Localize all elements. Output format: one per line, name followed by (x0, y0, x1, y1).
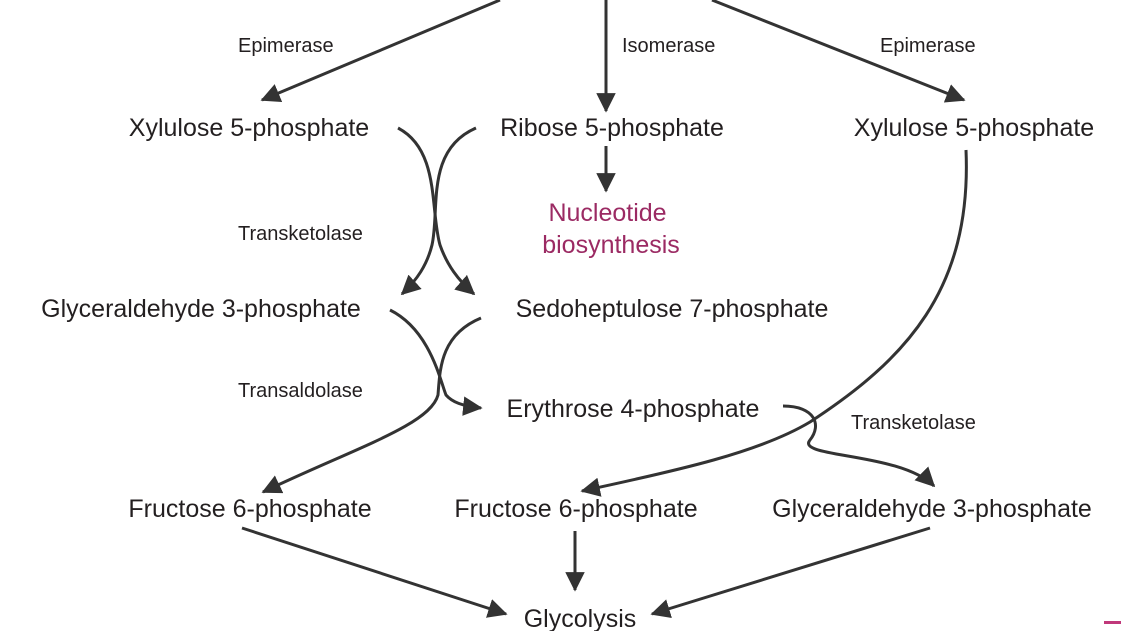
node-ribose-5-phosphate: Ribose 5-phosphate (500, 114, 724, 142)
transketolase-label-2: Transketolase (851, 412, 976, 434)
arrow-xylulose-to-sedoheptulose (397, 126, 476, 296)
node-glyceraldehyde-3-phosphate-left: Glyceraldehyde 3-phosphate (41, 295, 361, 323)
transaldolase-label: Transaldolase (238, 380, 363, 402)
nucleotide-biosynthesis-label: Nucleotide biosynthesis (542, 199, 680, 259)
isomerase-label: Isomerase (622, 35, 715, 57)
arrow-ribose-to-glyceraldehyde (400, 126, 477, 296)
arrow-glyceraldehyde-right-to-glycolysis (650, 526, 931, 619)
nucleotide-line: Nucleotide (548, 199, 666, 227)
node-fructose-6-phosphate-middle: Fructose 6-phosphate (454, 495, 697, 523)
epimerase-left-label: Epimerase (238, 35, 334, 57)
epimerase-right-label: Epimerase (880, 35, 976, 57)
node-glyceraldehyde-3-phosphate-right: Glyceraldehyde 3-phosphate (772, 495, 1092, 523)
corner-mark (1104, 621, 1121, 624)
arrow-to-xylulose-right (711, 0, 966, 103)
node-fructose-6-phosphate-left: Fructose 6-phosphate (128, 495, 371, 523)
node-xylulose-5-phosphate-left: Xylulose 5-phosphate (129, 114, 369, 142)
arrow-sedoheptulose-to-fructose-left (261, 316, 482, 494)
arrow-glyceraldehyde-to-erythrose (389, 308, 483, 416)
node-glycolysis: Glycolysis (524, 605, 637, 631)
arrow-erythrose-to-glyceraldehyde-right (782, 404, 936, 488)
node-sedoheptulose-7-phosphate: Sedoheptulose 7-phosphate (516, 295, 829, 323)
transketolase-label-1: Transketolase (238, 223, 363, 245)
arrow-to-xylulose-left (260, 0, 501, 103)
biosynthesis-line: biosynthesis (542, 231, 680, 259)
node-erythrose-4-phosphate: Erythrose 4-phosphate (507, 395, 760, 423)
arrow-xylulose-to-fructose-middle (580, 149, 968, 497)
arrow-fructose-left-to-glycolysis (241, 526, 508, 618)
node-xylulose-5-phosphate-right: Xylulose 5-phosphate (854, 114, 1094, 142)
